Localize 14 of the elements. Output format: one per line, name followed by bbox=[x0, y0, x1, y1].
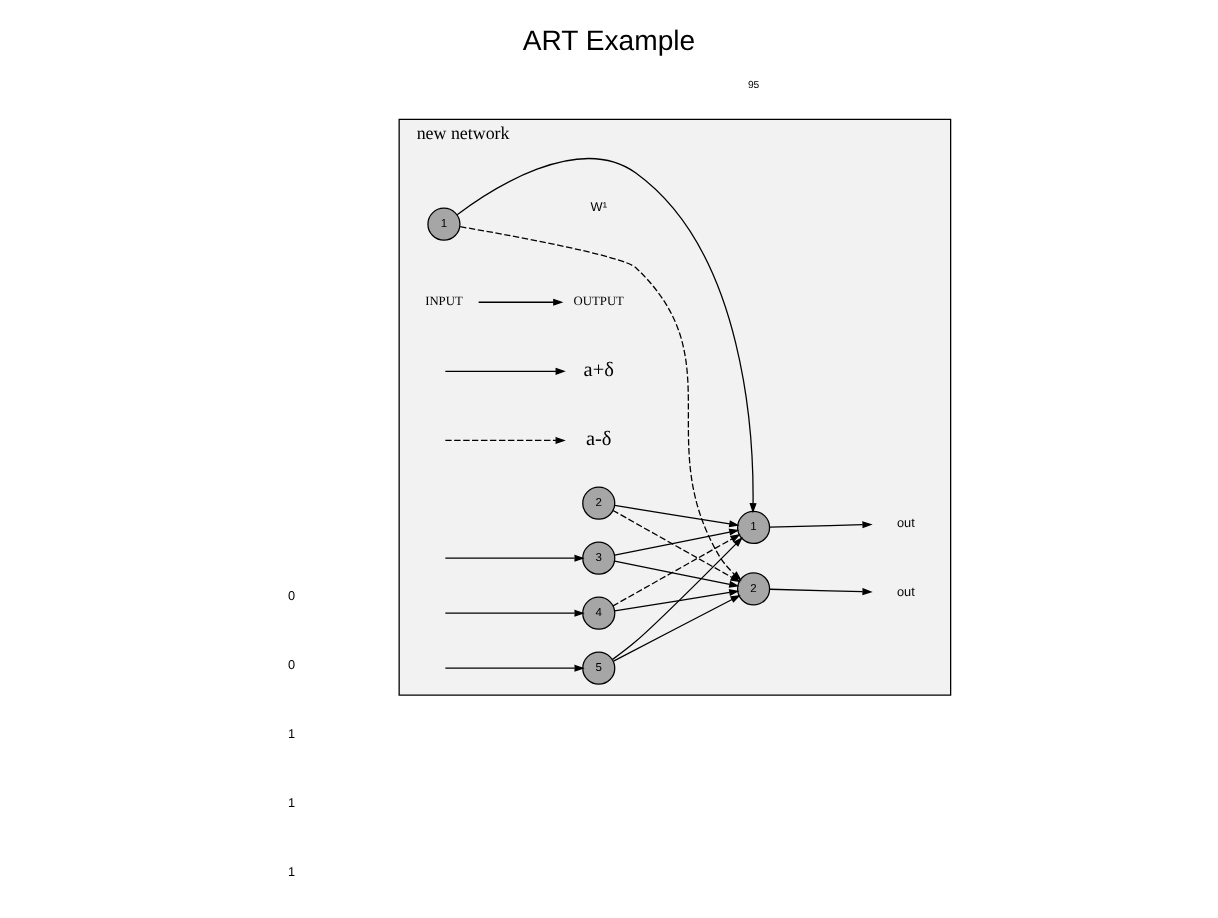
arrow bbox=[478, 298, 564, 306]
arrow bbox=[614, 589, 740, 612]
arrow bbox=[614, 504, 740, 528]
arrow bbox=[444, 609, 585, 617]
diagram-title: ART Example bbox=[522, 23, 696, 56]
legend-label: a-δ bbox=[586, 429, 612, 452]
arrow bbox=[614, 528, 740, 556]
legend-label: a+δ bbox=[583, 360, 614, 383]
arrow bbox=[444, 664, 585, 672]
arrow bbox=[612, 594, 741, 662]
arrow bbox=[456, 157, 757, 514]
arrow bbox=[769, 521, 873, 529]
arrow bbox=[444, 554, 585, 562]
arrow bbox=[769, 588, 873, 596]
